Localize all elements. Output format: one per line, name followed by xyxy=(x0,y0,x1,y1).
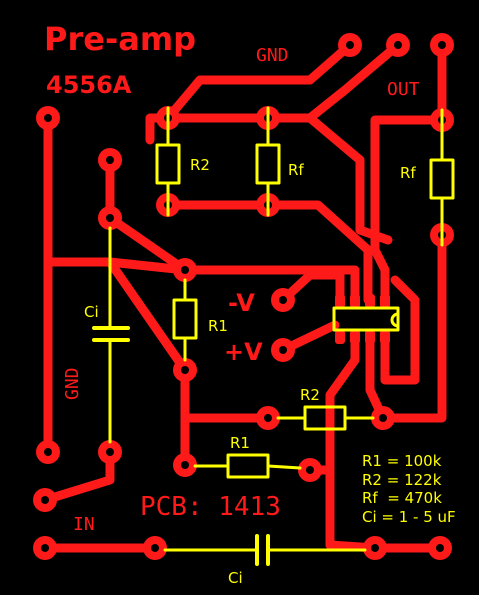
pad-r2-low-a xyxy=(256,406,280,430)
capacitor-ci-left xyxy=(92,226,130,444)
r1-low-label: R1 xyxy=(230,434,250,452)
rf-mid-label: Rf xyxy=(288,161,304,179)
pad-gnd-left-b xyxy=(98,440,122,464)
pad-gnd-top xyxy=(338,33,362,57)
capacitor-ci-bottom xyxy=(163,534,367,566)
silk-text: R2 Rf Rf Ci R1 R2 R1 Ci R1 = 100k R2 = 1… xyxy=(84,156,456,587)
ic-outline xyxy=(332,306,400,332)
pad-out-2 xyxy=(430,33,454,57)
pcb-number-label: PCB: 1413 xyxy=(140,492,281,522)
resistor-rf-mid xyxy=(255,106,281,217)
pad-ci-bottom-b xyxy=(363,536,387,560)
pos-v-label: +V xyxy=(224,338,263,366)
pad-in-a xyxy=(33,488,57,512)
pad-left-top xyxy=(36,106,60,130)
ic-pads xyxy=(335,294,390,344)
gnd-top-label: GND xyxy=(256,45,289,66)
r2-top-label: R2 xyxy=(190,156,210,174)
pad-in-b xyxy=(33,536,57,560)
pad-ci-left-a xyxy=(98,148,122,172)
resistor-rf-right xyxy=(429,108,455,247)
pad-r2-low-b xyxy=(371,406,395,430)
pad-r1-mid-a xyxy=(173,258,197,282)
in-label: IN xyxy=(73,514,95,535)
pad-out-bottom xyxy=(428,536,452,560)
board-title: Pre-amp xyxy=(44,20,196,58)
pad-gnd-left-a xyxy=(36,440,60,464)
gnd-left-label: GND xyxy=(62,367,83,400)
rf-right-label: Rf xyxy=(400,164,416,182)
resistor-r2-low xyxy=(276,405,375,431)
ci-bottom-label: Ci xyxy=(228,569,243,587)
silkscreen xyxy=(92,106,455,566)
neg-v-label: -V xyxy=(228,289,255,317)
out-label: OUT xyxy=(387,79,420,100)
pad-pos-v xyxy=(271,338,295,362)
chip-label: 4556A xyxy=(46,71,132,99)
pad-out-1 xyxy=(386,33,410,57)
pad-neg-v xyxy=(271,288,295,312)
value-rf: Rf = 470k xyxy=(362,489,442,507)
value-r2: R2 = 122k xyxy=(362,471,442,489)
copper-pads xyxy=(33,33,454,560)
resistor-r2-top xyxy=(155,106,181,217)
resistor-r1-mid xyxy=(172,278,198,362)
r1-mid-label: R1 xyxy=(208,317,228,335)
copper-text: Pre-amp 4556A GND OUT -V +V GND IN PCB: … xyxy=(44,20,420,535)
pad-ci-bottom-a xyxy=(143,536,167,560)
ci-left-label: Ci xyxy=(84,303,99,321)
pad-r1-low-b xyxy=(298,458,322,482)
pad-r1-mid-b xyxy=(173,358,197,382)
value-ci: Ci = 1 - 5 uF xyxy=(362,508,456,526)
pad-ci-left-b xyxy=(98,206,122,230)
pad-r1-low-a xyxy=(173,453,197,477)
value-r1: R1 = 100k xyxy=(362,452,442,470)
resistor-r1-low xyxy=(193,453,302,479)
r2-low-label: R2 xyxy=(300,386,320,404)
